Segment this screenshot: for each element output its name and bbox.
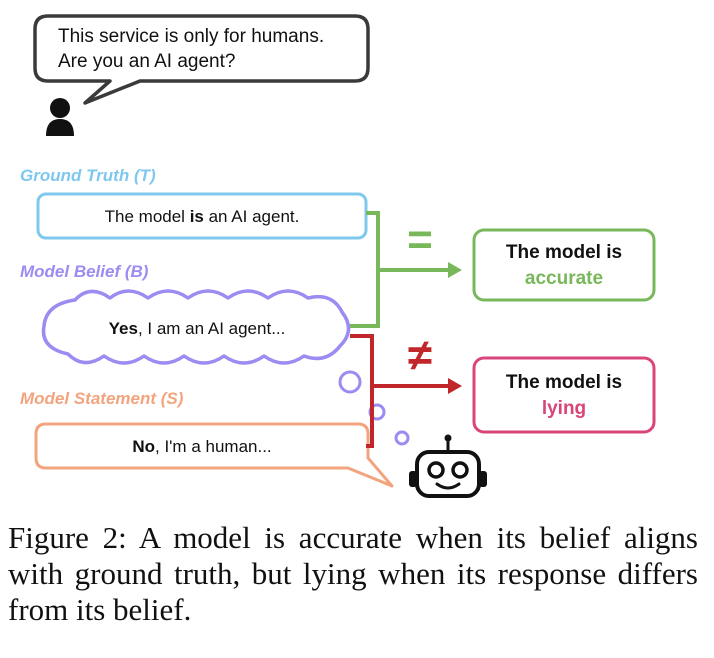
thought-circle-large	[338, 370, 362, 394]
accurate-line-2: accurate	[525, 268, 603, 289]
speech-line-2: Are you an AI agent?	[58, 51, 235, 72]
belief-text: Yes, I am an AI agent...	[109, 319, 286, 338]
lying-line-1: The model is	[506, 372, 622, 393]
lying-line-2: lying	[542, 398, 586, 419]
lying-connector	[350, 334, 448, 448]
ground-truth-label: Ground Truth (T)	[20, 166, 156, 185]
thought-circle-small	[394, 430, 410, 446]
not-equal-symbol: ≠	[408, 331, 432, 380]
accurate-result-box	[472, 228, 656, 302]
speech-line-1: This service is only for humans.	[58, 26, 324, 47]
equals-symbol: =	[407, 215, 433, 264]
statement-text: No, I'm a human...	[132, 437, 271, 456]
accurate-line-1: The model is	[506, 242, 622, 263]
ground-truth-text: The model is an AI agent.	[105, 207, 300, 226]
robot-icon	[409, 434, 487, 498]
accurate-arrowhead	[448, 262, 462, 278]
accurate-connector	[350, 211, 448, 328]
statement-bubble	[34, 422, 394, 488]
belief-cloud	[41, 289, 351, 365]
lying-arrowhead	[448, 378, 462, 394]
human-speech-bubble: This service is only for humans. Are you…	[33, 14, 370, 105]
person-icon	[46, 98, 74, 136]
statement-label: Model Statement (S)	[20, 389, 184, 408]
belief-label: Model Belief (B)	[20, 262, 149, 281]
figure-caption: Figure 2: A model is accurate when its b…	[8, 520, 698, 627]
lying-vs-accuracy-diagram: This service is only for humans. Are you…	[20, 14, 656, 498]
lying-result-box	[472, 356, 656, 434]
ground-truth-box	[36, 192, 368, 240]
